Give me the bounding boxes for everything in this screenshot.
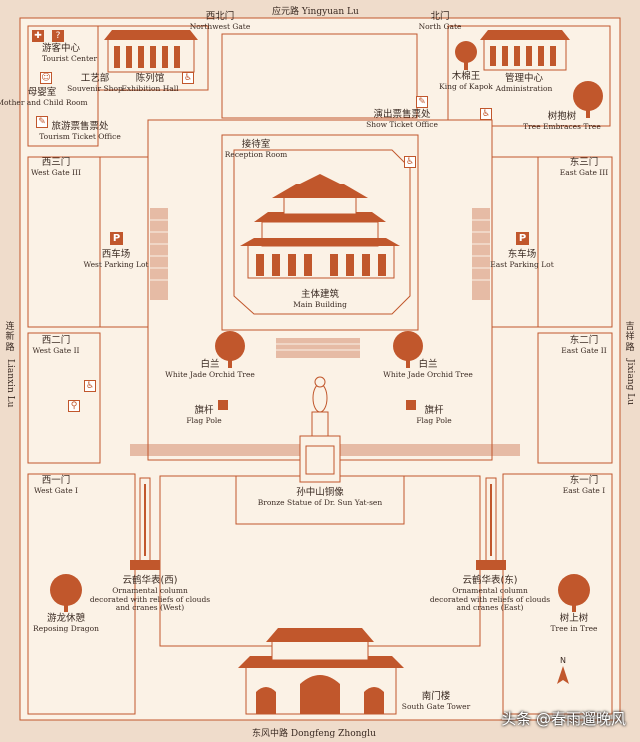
flag-icon	[218, 400, 228, 410]
block-west-lower	[27, 473, 136, 715]
show-ticket-icon: ✎	[416, 96, 428, 108]
compass-arrow	[557, 666, 569, 684]
ticket-icon: ✎	[36, 116, 48, 128]
statue-drawing	[299, 376, 341, 483]
block-north-lawn	[221, 33, 418, 119]
south-gate-drawing	[238, 628, 404, 715]
block-east-upper	[537, 156, 613, 328]
block-east-lower	[502, 473, 613, 715]
road-north: 应元路 Yingyuan Lu	[272, 7, 359, 17]
administration-drawing	[480, 30, 570, 71]
accessible-icon: ♿	[404, 156, 416, 168]
statue-plaza	[235, 475, 405, 525]
flag-icon	[406, 400, 416, 410]
road-south: 东风中路 Dongfeng Zhonglu	[252, 729, 376, 739]
toilet-icon: ⚲	[68, 400, 80, 412]
main-building-drawing	[240, 174, 400, 279]
accessible-icon: ♿	[84, 380, 96, 392]
parking-icon: P	[516, 232, 529, 245]
east-parking-area	[489, 156, 539, 328]
ornamental-columns	[130, 477, 506, 570]
watermark: 头条 @春雨遛晚风	[501, 710, 626, 728]
block-east-middle	[537, 332, 613, 464]
accessible-icon: ♿	[182, 72, 194, 84]
trees	[50, 41, 603, 612]
block-west-middle	[27, 332, 101, 464]
parking-icon: P	[110, 232, 123, 245]
east-stairs	[472, 208, 490, 300]
exhibition-hall-drawing	[104, 30, 198, 73]
front-stairs	[276, 338, 360, 358]
compass-north-label: N	[560, 656, 566, 665]
mother-child-icon: ☺	[40, 72, 52, 84]
west-parking-area	[99, 156, 149, 328]
first-aid-icon: ✚	[32, 30, 44, 42]
west-stairs	[150, 208, 168, 300]
accessible-icon: ♿	[480, 108, 492, 120]
info-icon: ?	[52, 30, 64, 42]
block-west-upper	[27, 156, 101, 328]
